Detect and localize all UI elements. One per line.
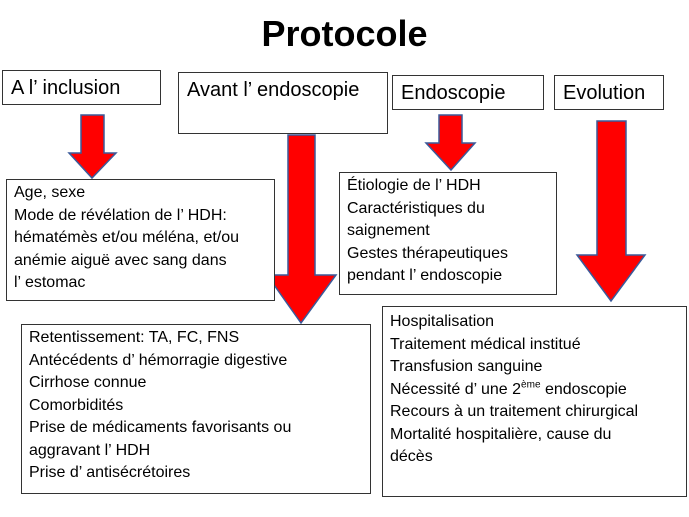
arrow-evolution xyxy=(575,120,647,303)
evolution-line-2: Traitement médical institué xyxy=(390,335,581,353)
box-endoscopie: Étiologie de l’ HDH Caractéristiques du … xyxy=(339,172,557,295)
evolution-line-6: Mortalité hospitalière, cause du xyxy=(390,425,612,443)
avant-line-3: Cirrhose connue xyxy=(29,374,147,391)
arrow-avant xyxy=(265,134,338,325)
evolution-line-4: Nécessité d’ une 2ème endoscopie xyxy=(390,379,679,402)
avant-line-1: Retentissement: TA, FC, FNS xyxy=(29,329,240,346)
evolution-line-4-text: Nécessité d’ une 2 xyxy=(390,380,522,398)
endoscopie-line-5: pendant l’ endoscopie xyxy=(347,267,503,284)
avant-line-7: Prise d’ antisécrétoires xyxy=(29,464,191,481)
endoscopie-line-1: Étiologie de l’ HDH xyxy=(347,177,481,194)
evolution-line-7: décès xyxy=(390,448,433,465)
header-avant-endoscopie: Avant l’ endoscopie xyxy=(178,72,388,134)
header-evolution-label: Evolution xyxy=(563,82,646,104)
endoscopie-line-4: Gestes thérapeutiques xyxy=(347,244,508,262)
box-inclusion: Age, sexe Mode de révélation de l’ HDH: … xyxy=(6,179,275,301)
header-endoscopie: Endoscopie xyxy=(392,75,544,110)
inclusion-line-2: Mode de révélation de l’ HDH: xyxy=(14,206,227,224)
avant-line-4: Comorbidités xyxy=(29,396,124,414)
endoscopie-line-2: Caractéristiques du xyxy=(347,199,485,217)
arrow-inclusion xyxy=(67,114,118,180)
endoscopie-line-3: saignement xyxy=(347,222,430,239)
avant-line-6: aggravant l’ HDH xyxy=(29,441,151,459)
avant-line-5: Prise de médicaments favorisants ou xyxy=(29,419,292,436)
header-evolution: Evolution xyxy=(554,75,664,110)
evolution-line-1: Hospitalisation xyxy=(390,313,495,330)
evolution-line-4-suffix: endoscopie xyxy=(540,380,627,398)
arrow-endoscopie xyxy=(424,114,477,172)
header-inclusion: A l’ inclusion xyxy=(2,70,161,105)
inclusion-line-3: hématémès et/ou méléna, et/ou xyxy=(14,229,240,246)
header-avant-label: Avant l’ endoscopie xyxy=(187,79,360,101)
header-inclusion-label: A l’ inclusion xyxy=(11,77,121,99)
inclusion-line-5: l’ estomac xyxy=(14,274,86,291)
evolution-line-5: Recours à un traitement chirurgical xyxy=(390,403,639,420)
box-evolution: Hospitalisation Traitement médical insti… xyxy=(382,306,687,497)
evolution-line-4-superscript: ème xyxy=(521,379,541,391)
box-avant-endoscopie: Retentissement: TA, FC, FNS Antécédents … xyxy=(21,324,371,494)
avant-line-2: Antécédents d’ hémorragie digestive xyxy=(29,351,288,369)
inclusion-line-1: Age, sexe xyxy=(14,184,86,201)
header-endoscopie-label: Endoscopie xyxy=(401,82,506,104)
evolution-line-3: Transfusion sanguine xyxy=(390,358,543,375)
inclusion-line-4: anémie aiguë avec sang dans xyxy=(14,251,227,269)
page-title: Protocole xyxy=(261,13,428,54)
